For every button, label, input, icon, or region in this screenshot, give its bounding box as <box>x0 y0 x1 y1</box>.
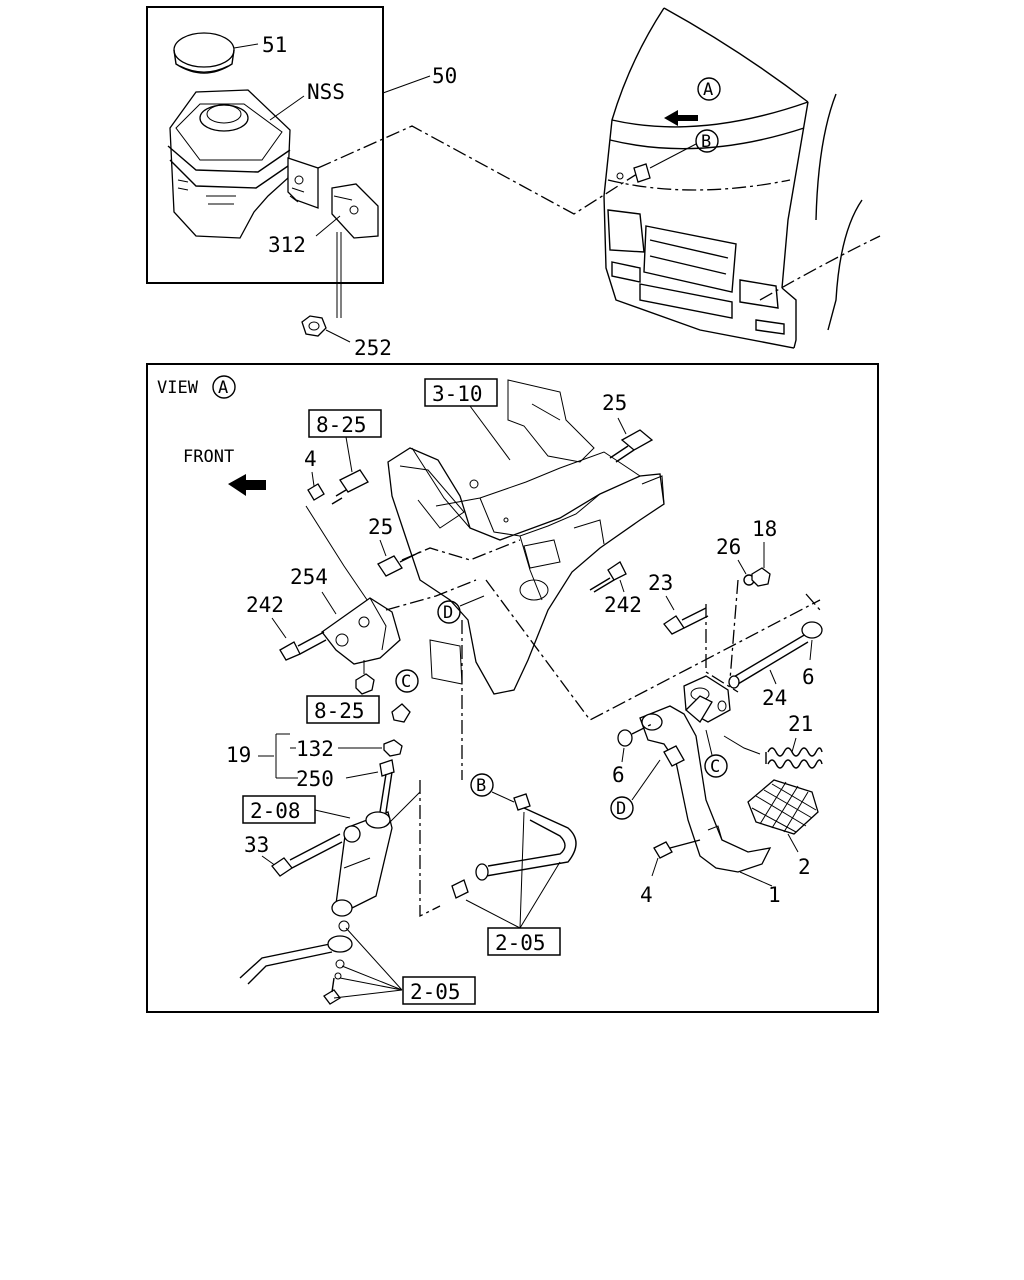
bolt-242-right <box>589 561 627 593</box>
svg-text:C: C <box>710 757 720 777</box>
nut-8-25 <box>355 673 375 695</box>
bolt-bottom <box>323 977 341 1005</box>
bolt-33 <box>271 833 343 877</box>
circle-marker-c-right: C <box>704 754 728 778</box>
return-spring-21 <box>765 747 823 769</box>
ref-box-2-05-bottom[interactable]: 2-05 <box>402 976 476 1005</box>
reservoir-inset: 51 NSS 50 312 <box>146 6 641 284</box>
label-25-mid: 25 <box>368 515 393 539</box>
direction-arrow-icon <box>664 110 698 126</box>
truck-cab-view <box>603 7 881 349</box>
bolt-242-left <box>279 631 327 661</box>
clutch-pedal-1 <box>639 695 772 873</box>
front-label: FRONT <box>183 447 234 467</box>
svg-text:B: B <box>476 776 486 796</box>
label-2: 2 <box>798 855 811 879</box>
view-title: VIEW <box>157 378 199 398</box>
pedal-pad-2 <box>747 779 819 835</box>
label-252: 252 <box>354 336 392 360</box>
label-6-left: 6 <box>612 763 625 787</box>
main-view-frame <box>146 363 879 1013</box>
label-50: 50 <box>432 64 457 88</box>
nut-252 <box>301 315 327 337</box>
label-21: 21 <box>788 712 813 736</box>
svg-text:2-05: 2-05 <box>410 980 461 1004</box>
label-250: 250 <box>296 767 334 791</box>
svg-text:A: A <box>703 80 713 100</box>
label-254: 254 <box>290 565 328 589</box>
label-24: 24 <box>762 686 787 710</box>
label-23: 23 <box>648 571 673 595</box>
circle-marker-b-hose: B <box>470 773 494 797</box>
ref-box-2-08[interactable]: 2-08 <box>242 795 316 824</box>
label-25-top: 25 <box>602 391 627 415</box>
nut-132 <box>383 739 403 757</box>
ref-box-3-10[interactable]: 3-10 <box>424 378 498 407</box>
bolt-23 <box>663 607 709 635</box>
svg-text:8-25: 8-25 <box>316 413 367 437</box>
callout-circle-a: A <box>697 77 721 101</box>
circle-marker-d-lower: D <box>610 796 634 820</box>
bolt-4-top <box>307 483 325 501</box>
ref-box-8-25-top[interactable]: 8-25 <box>308 409 382 438</box>
plate-254 <box>321 597 401 665</box>
svg-text:B: B <box>701 132 711 152</box>
push-rod-250 <box>379 759 395 813</box>
label-33: 33 <box>244 833 269 857</box>
ref-box-8-25-mid[interactable]: 8-25 <box>306 695 380 724</box>
label-4-bottom: 4 <box>640 883 653 907</box>
clevis-fitting <box>391 703 411 723</box>
svg-text:2-05: 2-05 <box>495 931 546 955</box>
label-18: 18 <box>752 517 777 541</box>
svg-text:C: C <box>401 672 411 692</box>
clutch-master-cylinder <box>331 791 421 917</box>
bracket-312 <box>331 183 379 239</box>
label-242-left: 242 <box>246 593 284 617</box>
label-1: 1 <box>768 883 781 907</box>
label-26: 26 <box>716 535 741 559</box>
bolt-25-top <box>609 429 654 463</box>
pivot-shaft-24 <box>728 621 823 689</box>
label-19: 19 <box>226 743 251 767</box>
reservoir-hose <box>451 793 577 899</box>
label-6-right: 6 <box>802 665 815 689</box>
label-4-top: 4 <box>304 447 317 471</box>
nut-18 <box>751 567 771 587</box>
pedal-bracket <box>387 379 665 695</box>
label-nss: NSS <box>307 80 345 104</box>
svg-text:A: A <box>218 378 228 398</box>
svg-text:8-25: 8-25 <box>314 699 365 723</box>
view-marker-a: A <box>212 375 236 399</box>
label-242-right: 242 <box>604 593 642 617</box>
reservoir-tank <box>167 89 319 239</box>
hydraulic-pipe <box>239 920 353 985</box>
svg-text:3-10: 3-10 <box>432 382 483 406</box>
label-51: 51 <box>262 33 287 57</box>
front-arrow-icon <box>228 474 266 496</box>
bolt-4-bottom <box>653 839 701 859</box>
label-132: 132 <box>296 737 334 761</box>
washer-6-left <box>617 729 633 747</box>
svg-text:D: D <box>616 799 626 819</box>
label-312: 312 <box>268 233 306 257</box>
hose-fitting-top <box>331 469 369 505</box>
svg-text:D: D <box>443 603 453 623</box>
inset-frame <box>146 6 384 284</box>
ref-box-2-05-hose[interactable]: 2-05 <box>487 927 561 956</box>
callout-circle-b: B <box>695 129 719 153</box>
circle-marker-d-upper: D <box>437 600 461 624</box>
svg-text:2-08: 2-08 <box>250 799 301 823</box>
circle-marker-c-left: C <box>395 669 419 693</box>
reservoir-cap <box>173 32 235 74</box>
